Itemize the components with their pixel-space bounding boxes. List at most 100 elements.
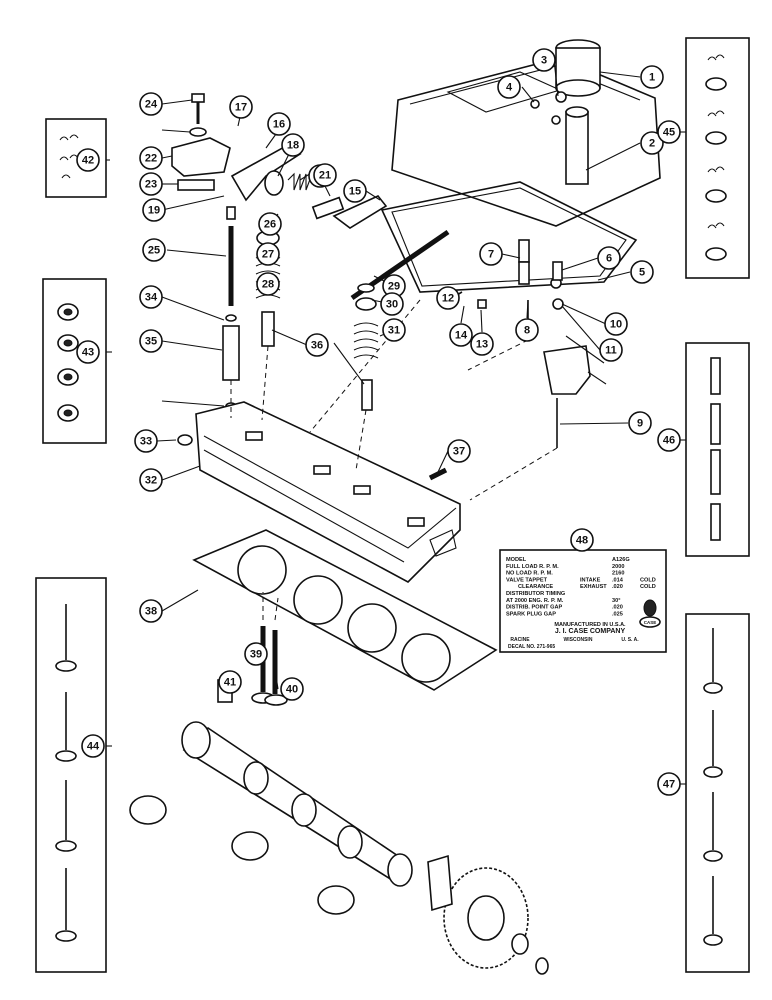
callout-number: 24 xyxy=(145,99,158,111)
valve-guide-icon xyxy=(710,357,721,541)
callout-number: 31 xyxy=(388,325,400,337)
cylinder-head xyxy=(177,401,461,583)
callout-number: 37 xyxy=(453,446,465,458)
callout-39: 39 xyxy=(244,642,268,666)
callout-10: 10 xyxy=(604,312,628,336)
plate-row-label: SPARK PLUG GAP xyxy=(506,611,556,617)
kit-box-44 xyxy=(35,577,107,973)
plate-country: U. S. A. xyxy=(621,637,639,643)
callout-number: 10 xyxy=(610,319,622,331)
callout-37: 37 xyxy=(447,439,471,463)
kit-box-46 xyxy=(685,342,750,557)
plate-row-value: A126G xyxy=(612,557,630,563)
callout-22: 22 xyxy=(139,146,163,170)
callout-number: 15 xyxy=(349,186,361,198)
callout-number: 12 xyxy=(442,293,454,305)
plate-manufactured: MANUFACTURED IN U.S.A. xyxy=(554,622,626,628)
valve-cover xyxy=(391,57,661,227)
plate-row-value: 2160 xyxy=(612,571,624,577)
plate-row-label: AT 2000 ENG. R. P. M. xyxy=(506,598,564,604)
valve-icon xyxy=(55,604,77,942)
plate-row-value: 30° xyxy=(612,598,620,604)
plate-row-label: DISTRIB. POINT GAP xyxy=(506,605,563,611)
callout-number: 2 xyxy=(649,138,655,150)
kit-box-47 xyxy=(685,613,750,973)
callout-number: 28 xyxy=(262,279,274,291)
callout-number: 46 xyxy=(663,435,675,447)
callout-number: 47 xyxy=(663,779,675,791)
kit-box-45 xyxy=(685,37,750,279)
callout-number: 41 xyxy=(224,677,236,689)
plate-row-unit: COLD xyxy=(640,577,656,583)
head-gasket xyxy=(192,529,498,691)
callout-24: 24 xyxy=(139,92,163,116)
callout-number: 9 xyxy=(637,418,643,430)
callout-34: 34 xyxy=(139,285,163,309)
callout-number: 34 xyxy=(145,292,158,304)
retainer-lock-icon xyxy=(705,54,727,261)
callout-41: 41 xyxy=(218,670,242,694)
callout-1: 1 xyxy=(640,65,664,89)
plate-row-value: .025 xyxy=(612,611,623,617)
callout-number: 45 xyxy=(663,127,675,139)
callout-42: 42 xyxy=(76,148,100,172)
callout-11: 11 xyxy=(599,338,623,362)
callout-19: 19 xyxy=(142,198,166,222)
plate-row-label: CLEARANCE xyxy=(518,584,553,590)
callout-number: 13 xyxy=(476,339,488,351)
cam-bearings xyxy=(129,795,355,915)
callout-6: 6 xyxy=(597,246,621,270)
callout-number: 25 xyxy=(148,245,160,257)
cam-gear xyxy=(427,854,549,975)
callout-4: 4 xyxy=(497,75,521,99)
callout-number: 35 xyxy=(145,336,157,348)
plate-row-value: .020 xyxy=(612,584,623,590)
callout-number: 22 xyxy=(145,153,157,165)
rocker-bracket-22 xyxy=(171,137,231,191)
callout-number: 26 xyxy=(264,219,276,231)
rocker-arm-15 xyxy=(332,195,388,229)
case-eagle-logo: CASE xyxy=(639,599,661,628)
case-logo-text: CASE xyxy=(644,620,657,625)
callout-40: 40 xyxy=(280,677,304,701)
callout-29: 29 xyxy=(382,274,406,298)
callout-number: 5 xyxy=(639,267,645,279)
callout-number: 27 xyxy=(262,249,274,261)
callout-43: 43 xyxy=(76,340,100,364)
plate-row-label: DISTRIBUTOR TIMING xyxy=(506,591,565,597)
callout-number: 38 xyxy=(145,606,157,618)
callout-number: 40 xyxy=(286,684,298,696)
nuts-washers xyxy=(530,91,567,310)
callout-13: 13 xyxy=(470,332,494,356)
callout-18: 18 xyxy=(281,133,305,157)
callout-number: 32 xyxy=(145,475,157,487)
kit-box-43 xyxy=(42,278,107,444)
callout-31: 31 xyxy=(382,318,406,342)
callout-3: 3 xyxy=(532,48,556,72)
plate-decal: DECAL NO. 271-965 xyxy=(508,644,555,650)
callout-number: 1 xyxy=(649,72,655,84)
callout-45: 45 xyxy=(657,120,681,144)
studs-sleeves xyxy=(518,239,563,448)
plate-state: WISCONSIN xyxy=(564,637,593,643)
rocker-bracket-11 xyxy=(543,345,591,395)
oil-filler-tube xyxy=(565,106,589,185)
plate-row-unit: COLD xyxy=(640,584,656,590)
callout-8: 8 xyxy=(515,318,539,342)
callout-25: 25 xyxy=(142,238,166,262)
plate-row-label: FULL LOAD R. P. M. xyxy=(506,564,559,570)
plate-row-sub: EXHAUST xyxy=(580,584,607,590)
callout-16: 16 xyxy=(267,112,291,136)
plate-row-label: NO LOAD R. P. M. xyxy=(506,571,553,577)
callout-number: 8 xyxy=(524,325,530,337)
callout-44: 44 xyxy=(81,734,105,758)
bolt-24 xyxy=(189,93,207,137)
callout-48: 48 xyxy=(570,528,594,552)
callout-46: 46 xyxy=(657,428,681,452)
callout-15: 15 xyxy=(343,179,367,203)
callout-12: 12 xyxy=(436,286,460,310)
callout-17: 17 xyxy=(229,95,253,119)
callout-2: 2 xyxy=(640,131,664,155)
